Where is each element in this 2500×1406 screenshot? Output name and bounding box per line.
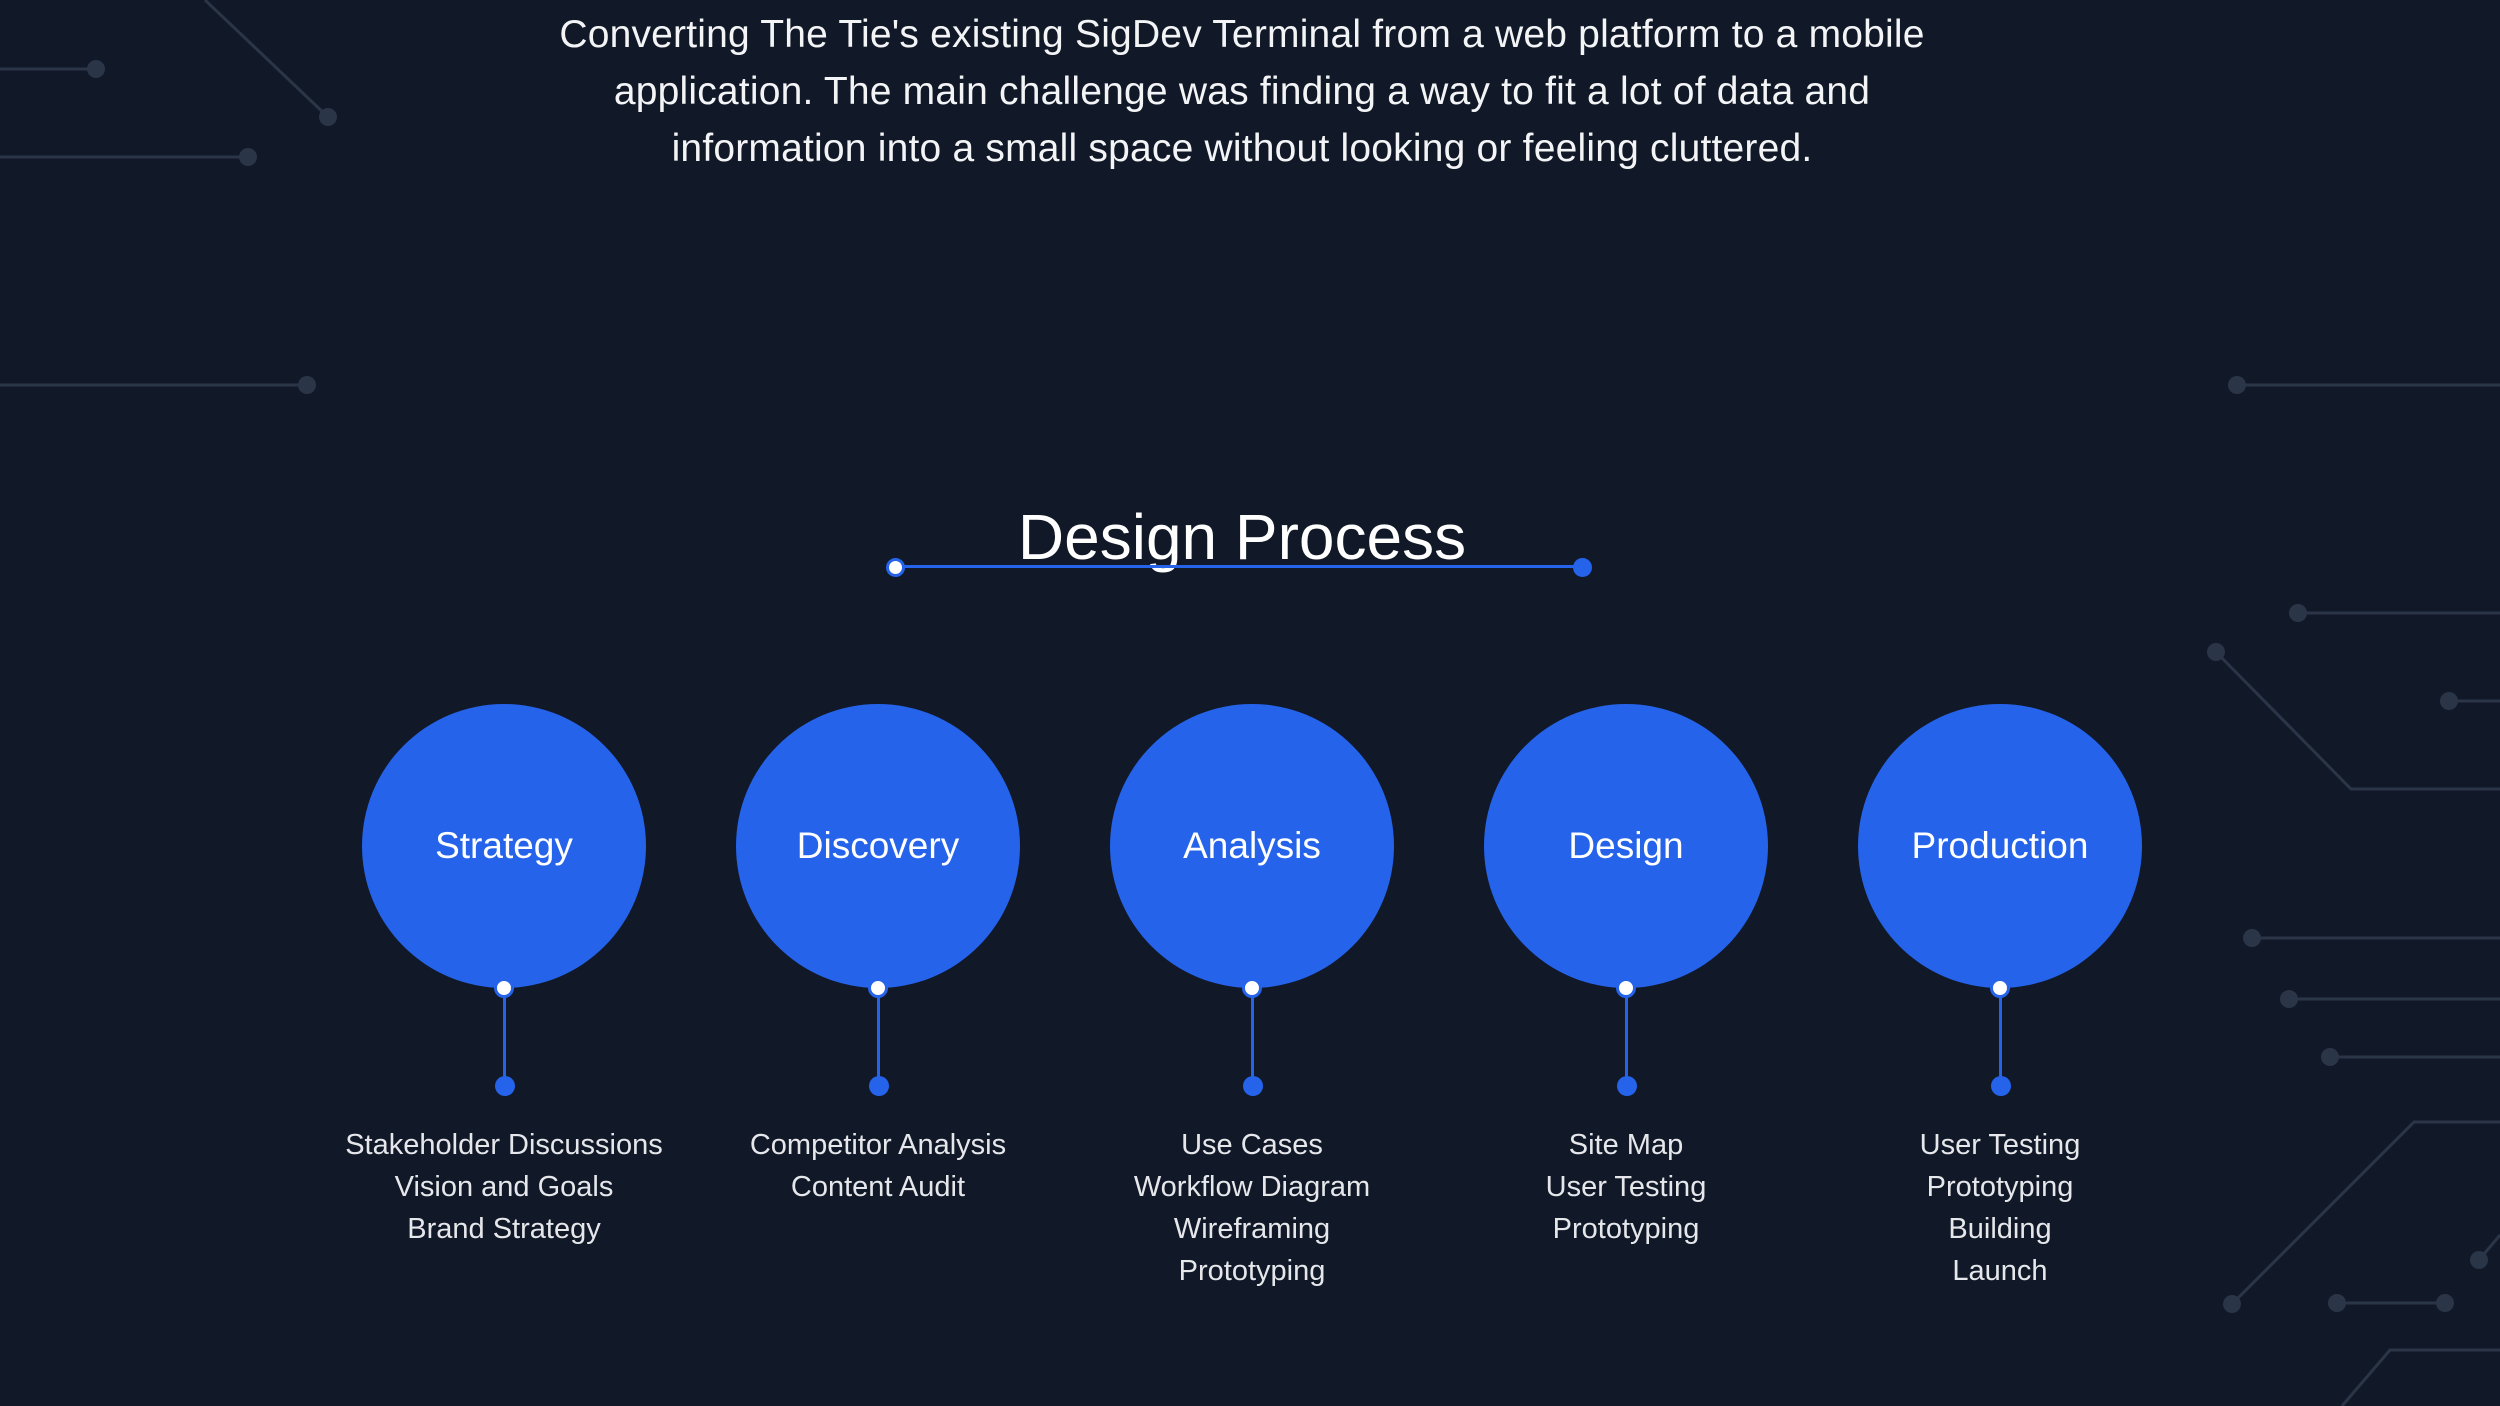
connector-bottom-dot (1617, 1076, 1637, 1096)
connector-top-dot (1616, 978, 1636, 998)
stage-step: Workflow Diagram (1133, 1171, 1371, 1203)
stage-step: Prototyping (1926, 1171, 2074, 1203)
title-divider (886, 558, 1592, 577)
stage-connector (1999, 988, 2002, 1090)
intro-paragraph: Converting The Tie's existing SigDev Ter… (0, 6, 2484, 177)
intro-line: Converting The Tie's existing SigDev Ter… (559, 13, 1925, 56)
stage-step: Prototyping (1178, 1255, 1326, 1287)
connector-top-dot (1990, 978, 2010, 998)
section-title: Design Process (1017, 501, 1467, 574)
process-stage-discovery: Discovery Competitor Analysis Content Au… (691, 704, 1065, 1304)
stage-circle: Analysis (1110, 704, 1394, 988)
stage-step: Competitor Analysis (749, 1129, 1007, 1161)
connector-top-dot (868, 978, 888, 998)
stage-step: Building (1948, 1213, 2052, 1245)
connector-top-dot (494, 978, 514, 998)
stage-circle: Discovery (736, 704, 1020, 988)
intro-line: information into a small space without l… (671, 127, 1813, 170)
stage-title: Analysis (1183, 825, 1321, 866)
process-stage-analysis: Analysis Use Cases Workflow Diagram Wire… (1065, 704, 1439, 1304)
stage-step: User Testing (1919, 1129, 2081, 1161)
stage-step: Site Map (1568, 1129, 1684, 1161)
stage-step: Prototyping (1552, 1213, 1700, 1245)
divider-start-dot (886, 558, 905, 577)
stage-connector (877, 988, 880, 1090)
stage-title: Discovery (796, 825, 960, 866)
stage-steps-list: Use Cases Workflow Diagram Wireframing P… (1055, 1124, 1449, 1292)
connector-bottom-dot (1991, 1076, 2011, 1096)
process-stage-production: Production User Testing Prototyping Buil… (1813, 704, 2187, 1304)
stage-step: Vision and Goals (394, 1171, 614, 1203)
connector-top-dot (1242, 978, 1262, 998)
intro-line: application. The main challenge was find… (613, 70, 1871, 113)
stage-step: Stakeholder Discussions (345, 1129, 663, 1161)
stage-circle: Strategy (362, 704, 646, 988)
stage-step: User Testing (1545, 1171, 1707, 1203)
stage-step: Launch (1952, 1255, 2048, 1287)
stage-step: Content Audit (790, 1171, 966, 1203)
stage-connector (1251, 988, 1254, 1090)
stage-steps-list: Site Map User Testing Prototyping (1429, 1124, 1823, 1250)
stage-step: Wireframing (1173, 1213, 1331, 1245)
connector-bottom-dot (1243, 1076, 1263, 1096)
stage-title: Design (1568, 825, 1684, 866)
stage-steps-list: Competitor Analysis Content Audit (681, 1124, 1075, 1208)
stage-steps-list: User Testing Prototyping Building Launch (1803, 1124, 2197, 1292)
stage-step: Use Cases (1181, 1129, 1323, 1161)
process-stage-strategy: Strategy Stakeholder Discussions Vision … (317, 704, 691, 1304)
connector-bottom-dot (495, 1076, 515, 1096)
stage-title: Strategy (435, 825, 573, 866)
divider-line (894, 565, 1584, 568)
stage-circle: Production (1858, 704, 2142, 988)
stage-step: Brand Strategy (407, 1213, 601, 1245)
stage-title: Production (1911, 825, 2089, 866)
divider-end-dot (1573, 558, 1592, 577)
connector-bottom-dot (869, 1076, 889, 1096)
stage-circle: Design (1484, 704, 1768, 988)
stage-connector (1625, 988, 1628, 1090)
stage-steps-list: Stakeholder Discussions Vision and Goals… (307, 1124, 701, 1250)
stage-connector (503, 988, 506, 1090)
process-stage-design: Design Site Map User Testing Prototyping (1439, 704, 1813, 1304)
